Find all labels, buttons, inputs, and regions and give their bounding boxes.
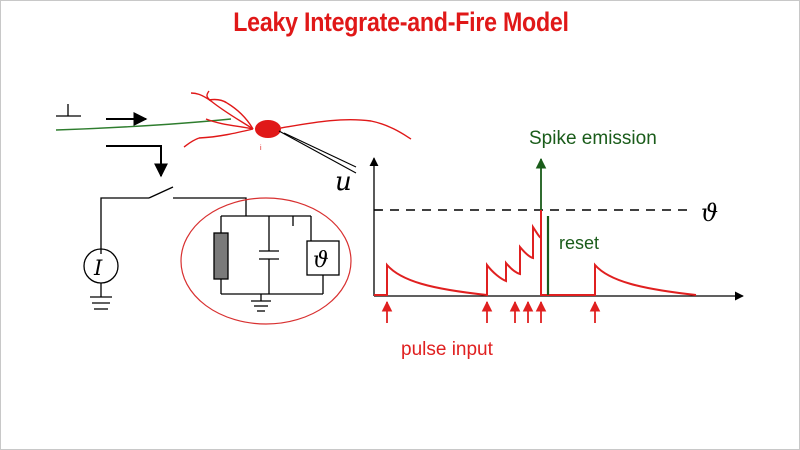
resistor	[213, 232, 229, 280]
neuron-illustration: i u	[55, 90, 412, 197]
source-wire	[100, 197, 149, 254]
soma	[255, 120, 281, 138]
spike-emission-label: Spike emission	[529, 128, 657, 149]
neuron-to-circuit-arrow	[106, 145, 168, 178]
dendrites	[183, 90, 254, 148]
membrane-circuit-enclosure	[180, 197, 352, 325]
circuit-ground-icon	[251, 300, 271, 312]
outgoing-axon	[280, 119, 412, 140]
threshold-box-symbol: ϑ	[313, 248, 329, 273]
current-source-symbol: I	[93, 256, 103, 280]
soma-mark: i	[260, 145, 262, 152]
incoming-axon	[55, 118, 232, 131]
membrane-trace	[374, 210, 697, 297]
pulse-input-label: pulse input	[401, 339, 494, 360]
synapse-symbol	[56, 104, 81, 117]
voltage-plot: ϑ Spike emission reset pulse input	[369, 128, 744, 360]
pulse-input-arrows	[381, 300, 601, 323]
top-wire	[173, 197, 247, 216]
membrane-potential-symbol: u	[335, 167, 352, 197]
recording-electrode	[278, 130, 357, 174]
rc-circuit	[83, 145, 352, 325]
switch-blade	[148, 186, 174, 199]
reset-label: reset	[559, 233, 599, 253]
threshold-symbol: ϑ	[701, 199, 718, 227]
threshold-box	[306, 240, 340, 276]
source-ground-icon	[90, 296, 112, 310]
slide-title: Leaky Integrate-and-Fire Model	[233, 7, 569, 37]
